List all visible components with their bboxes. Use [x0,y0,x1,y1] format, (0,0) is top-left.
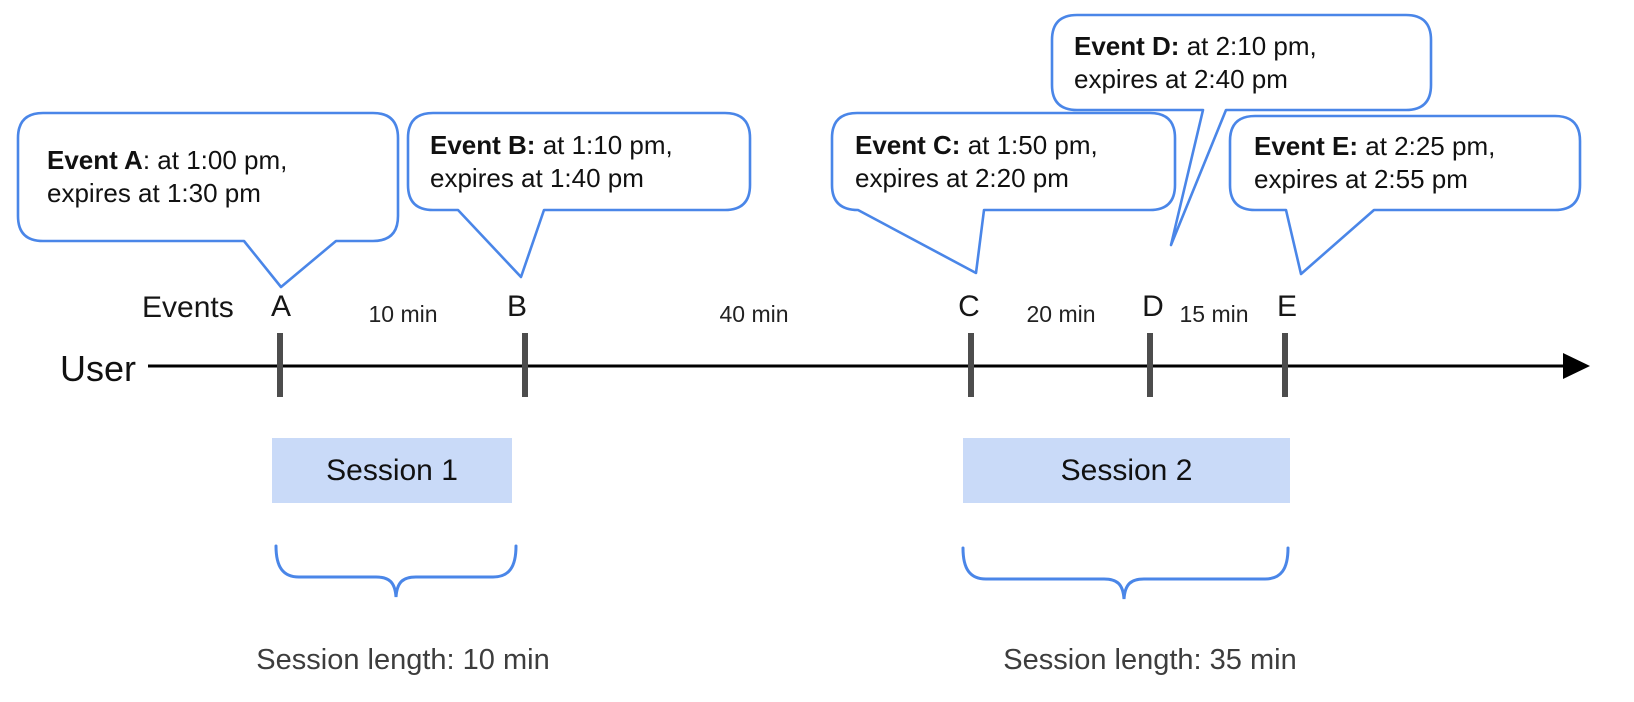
event-label-e: E [1276,290,1298,323]
events-label: Events [142,291,234,324]
bubble-c-title: Event C: [855,129,961,160]
bubble-d-line2: expires at 2:40 pm [1074,63,1288,94]
bubble-b-time: at 1:10 pm, [535,129,673,160]
session-1-label: Session 1 [326,453,458,487]
tick-c [968,333,974,397]
session-1-box: Session 1 [272,438,512,503]
interval-label-ab: 10 min [368,301,438,327]
session-2-brace [961,546,1290,600]
speech-bubble-d-shape [1050,13,1433,247]
bubble-e-time: at 2:25 pm, [1358,131,1496,161]
speech-bubble-c-shape [830,111,1177,275]
speech-bubble-d: Event D: at 2:10 pm, expires at 2:40 pm [1052,15,1431,110]
bubble-e-line2: expires at 2:55 pm [1254,164,1468,194]
speech-bubble-e-shape [1228,114,1582,276]
session-2-length-label: Session length: 35 min [1003,644,1297,676]
session-1-length-label: Session length: 10 min [256,644,550,676]
bubble-a-line1: Event A: at 1:00 pm, [47,144,390,177]
bubble-e-title: Event E: [1254,131,1359,161]
speech-bubble-a: Event A: at 1:00 pm, expires at 1:30 pm [18,113,398,241]
interval-label-bc: 40 min [719,301,789,327]
bubble-c-time: at 1:50 pm, [960,129,1098,160]
speech-bubble-e: Event E: at 2:25 pm, expires at 2:55 pm [1230,116,1580,210]
bubble-d-time: at 2:10 pm, [1179,30,1317,61]
bubble-b-title: Event B: [430,129,536,160]
bubble-e-line1: Event E: at 2:25 pm, [1254,130,1572,163]
bubble-a-line2: expires at 1:30 pm [47,178,261,208]
session-1-brace [274,544,518,598]
session-2-box: Session 2 [963,438,1290,503]
bubble-a-time: : at 1:00 pm, [142,145,288,175]
arrowhead-icon [1563,353,1590,379]
tick-a [277,333,283,397]
bubble-d-title: Event D: [1074,30,1180,61]
tick-b [522,333,528,397]
speech-bubble-b-shape [406,111,752,279]
bubble-b-line2: expires at 1:40 pm [430,162,644,193]
interval-label-de: 15 min [1179,301,1249,327]
tick-d [1147,333,1153,397]
bubble-c-line2: expires at 2:20 pm [855,162,1069,193]
tick-e [1282,333,1288,397]
event-label-d: D [1142,290,1164,323]
session-2-label: Session 2 [1060,453,1193,487]
speech-bubble-b: Event B: at 1:10 pm, expires at 1:40 pm [408,113,750,210]
event-label-a: A [270,290,292,323]
event-label-b: B [506,290,528,323]
bubble-d-line1: Event D: at 2:10 pm, [1074,30,1423,63]
event-label-c: C [958,290,980,323]
speech-bubble-c: Event C: at 1:50 pm, expires at 2:20 pm [832,113,1175,210]
bubble-c-line1: Event C: at 1:50 pm, [855,129,1167,162]
speech-bubble-a-shape [16,111,400,289]
user-label: User [60,348,137,389]
bubble-b-line1: Event B: at 1:10 pm, [430,129,742,162]
interval-label-cd: 20 min [1026,301,1096,327]
bubble-a-title: Event A [47,145,143,175]
